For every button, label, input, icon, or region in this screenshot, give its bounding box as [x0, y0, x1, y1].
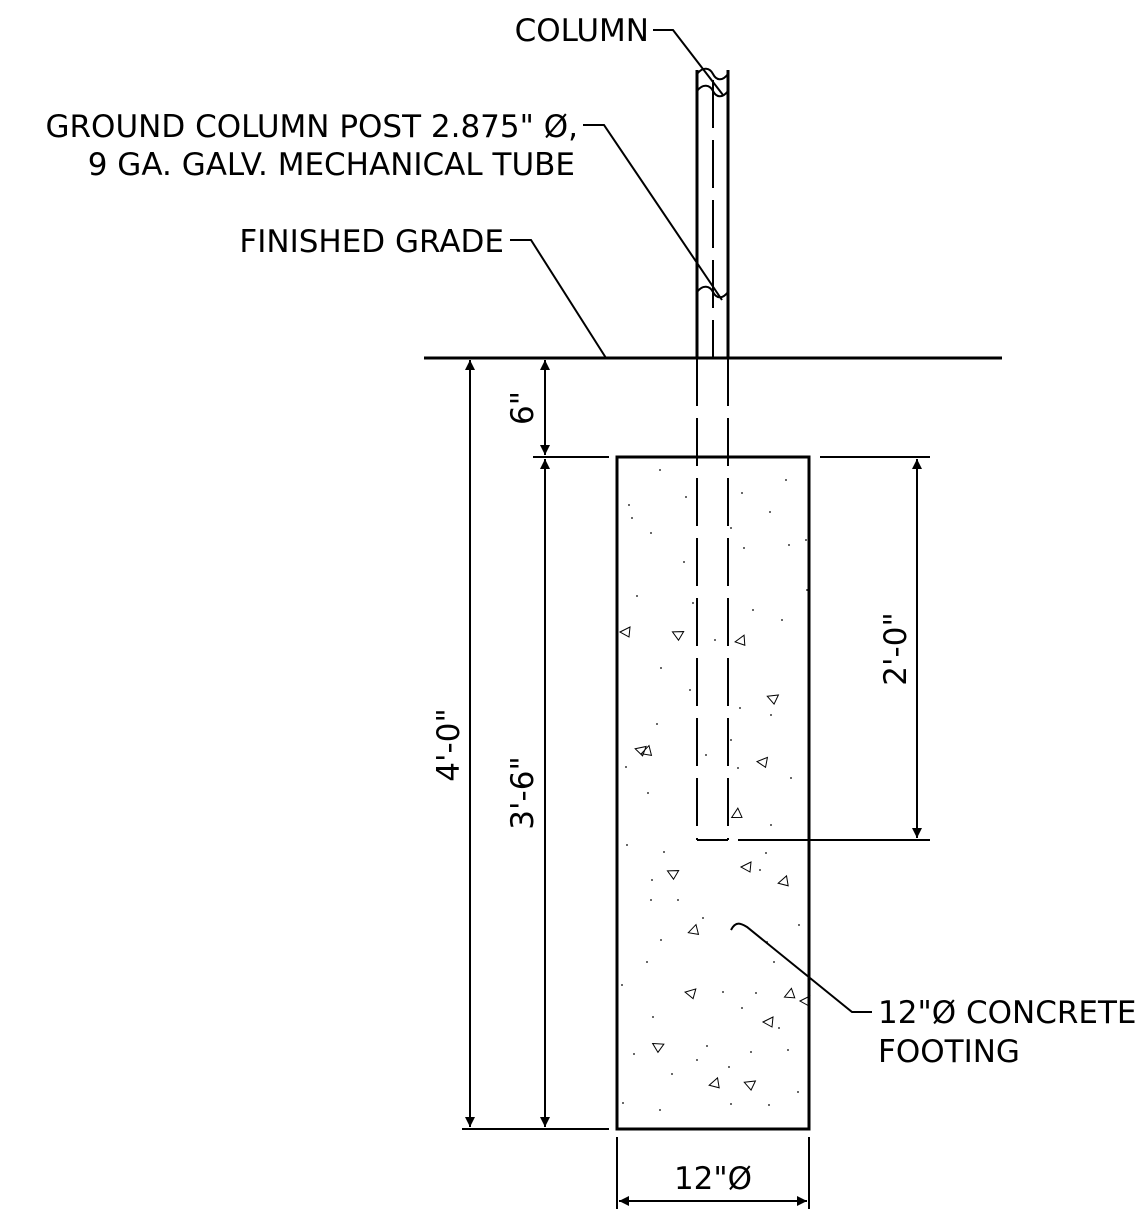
- aggregate-dot: [752, 609, 754, 611]
- aggregate-dot: [633, 1053, 635, 1055]
- aggregate-dot: [743, 547, 745, 549]
- aggregate-dot: [660, 667, 662, 669]
- aggregate-dot: [650, 532, 652, 534]
- aggregate-dot: [705, 754, 707, 756]
- aggregate-dot: [677, 899, 679, 901]
- aggregate-dot: [741, 492, 743, 494]
- aggregate-dot: [671, 1073, 673, 1075]
- aggregate-dot: [739, 707, 741, 709]
- aggregate-dot: [625, 766, 627, 768]
- aggregate-triangle: [783, 987, 796, 999]
- aggregate-dot: [750, 1051, 752, 1053]
- aggregate-dot: [628, 504, 630, 506]
- aggregate-dot: [730, 527, 732, 529]
- aggregate-triangle: [730, 807, 743, 819]
- aggregate-dot: [636, 595, 638, 597]
- footing-label-line2: FOOTING: [878, 1034, 1020, 1070]
- aggregate-dot: [663, 851, 665, 853]
- aggregate-dot: [702, 917, 704, 919]
- aggregate-dot: [650, 899, 652, 901]
- concrete-footing: [615, 455, 811, 1131]
- aggregate-dot: [781, 619, 783, 621]
- aggregate-dot: [730, 739, 732, 741]
- aggregate-dot: [798, 924, 800, 926]
- aggregate-dot: [660, 939, 662, 941]
- aggregate-triangle: [708, 1076, 720, 1089]
- aggregate-triangle: [777, 874, 789, 887]
- aggregate-dot: [647, 792, 649, 794]
- aggregate-dot: [622, 1102, 624, 1104]
- aggregate-dot: [714, 639, 716, 641]
- aggregate-dot: [778, 1027, 780, 1029]
- aggregate-dot: [651, 879, 653, 881]
- aggregate-dot: [685, 496, 687, 498]
- aggregate-triangle: [739, 861, 752, 873]
- aggregate-dot: [773, 961, 775, 963]
- aggregate-dot: [692, 602, 694, 604]
- aggregate-dot: [730, 1103, 732, 1105]
- aggregate-dot: [696, 1059, 698, 1061]
- dimension-lines: [465, 360, 922, 1206]
- aggregate-triangle: [687, 923, 700, 935]
- aggregate-dot: [659, 469, 661, 471]
- aggregate-triangle: [766, 694, 780, 705]
- dim-top-offset: 6": [505, 391, 541, 425]
- concrete-aggregate-hatch: [618, 469, 811, 1111]
- leader-lines: [510, 29, 872, 1013]
- aggregate-dot: [770, 714, 772, 716]
- post-label-line1: GROUND COLUMN POST 2.875" Ø,: [46, 109, 579, 145]
- aggregate-triangle: [640, 744, 653, 756]
- aggregate-triangle: [798, 995, 811, 1007]
- aggregate-triangle: [755, 756, 769, 769]
- aggregate-dot: [656, 723, 658, 725]
- aggregate-dot: [805, 539, 807, 541]
- extension-lines: [462, 456, 930, 1209]
- column-post: [695, 67, 730, 358]
- aggregate-dot: [759, 869, 761, 871]
- aggregate-triangle: [666, 870, 680, 881]
- aggregate-dot: [806, 589, 808, 591]
- aggregate-dot: [769, 511, 771, 513]
- aggregate-dot: [797, 1091, 799, 1093]
- aggregate-dot: [787, 1049, 789, 1051]
- aggregate-dot: [646, 961, 648, 963]
- aggregate-dot: [683, 561, 685, 563]
- aggregate-dot: [790, 777, 792, 779]
- aggregate-dot: [741, 1007, 743, 1009]
- aggregate-dot: [626, 844, 628, 846]
- aggregate-dot: [768, 1104, 770, 1106]
- aggregate-dot: [722, 991, 724, 993]
- aggregate-dot: [706, 1045, 708, 1047]
- footing-label-line1: 12"Ø CONCRETE: [878, 995, 1137, 1031]
- aggregate-triangle: [671, 631, 685, 642]
- aggregate-dot: [785, 479, 787, 481]
- aggregate-dot: [659, 1109, 661, 1111]
- aggregate-triangle: [684, 988, 697, 1000]
- aggregate-dot: [652, 1016, 654, 1018]
- aggregate-triangle: [734, 634, 746, 646]
- dim-embedment: 2'-0": [878, 612, 914, 685]
- aggregate-dot: [788, 544, 790, 546]
- aggregate-dot: [737, 767, 739, 769]
- dim-footing-diameter: 12"Ø: [674, 1161, 752, 1197]
- aggregate-triangle: [743, 1080, 757, 1091]
- aggregate-dot: [621, 984, 623, 986]
- aggregate-triangle: [618, 626, 631, 638]
- embedded-post: [696, 358, 729, 841]
- aggregate-dot: [770, 824, 772, 826]
- column-label: COLUMN: [515, 13, 649, 49]
- post-label-line2: 9 GA. GALV. MECHANICAL TUBE: [88, 147, 575, 183]
- finished-grade-label: FINISHED GRADE: [239, 224, 504, 260]
- aggregate-dot: [765, 852, 767, 854]
- aggregate-triangle: [651, 1042, 665, 1054]
- aggregate-triangle: [761, 1016, 774, 1028]
- dim-footing-depth: 3'-6": [505, 756, 541, 829]
- aggregate-dot: [755, 992, 757, 994]
- dim-overall-depth: 4'-0": [431, 708, 467, 781]
- aggregate-dot: [631, 517, 633, 519]
- aggregate-dot: [728, 1066, 730, 1068]
- aggregate-dot: [689, 689, 691, 691]
